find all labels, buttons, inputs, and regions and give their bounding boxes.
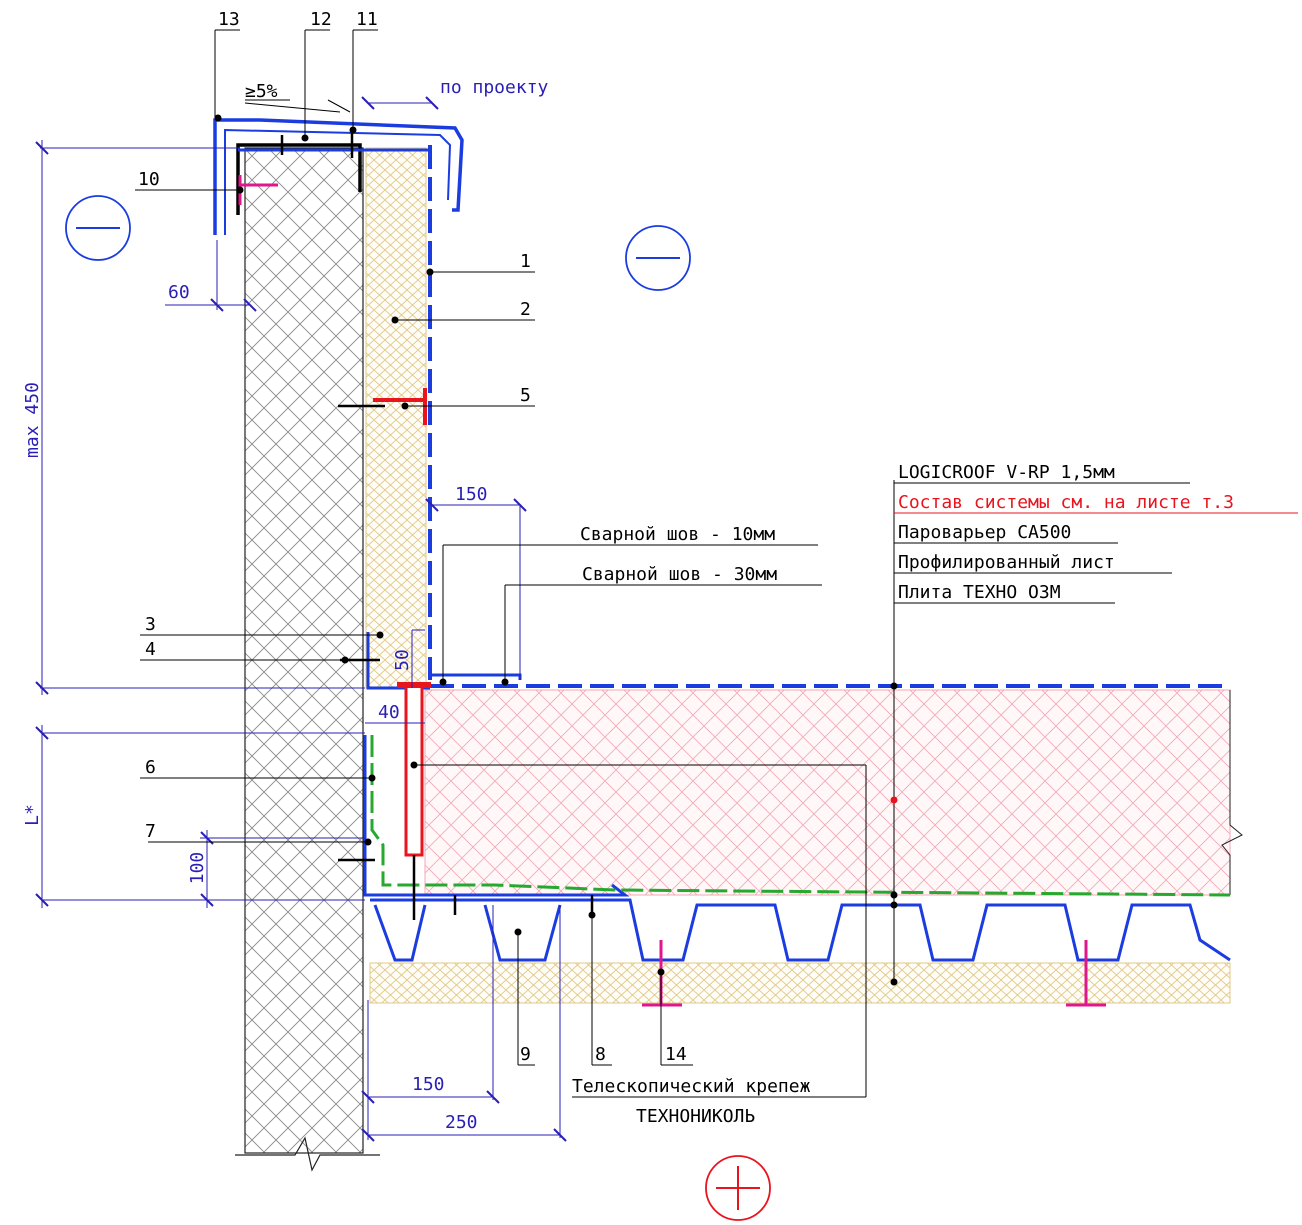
callout-5: 5	[520, 385, 531, 406]
fastener-washer	[397, 682, 431, 688]
dim-l-star: L*	[22, 804, 43, 826]
parapet-cap-flashing	[213, 118, 464, 235]
parapet-wool-insulation	[365, 147, 427, 689]
slope-line	[244, 102, 341, 113]
callout-11: 11	[356, 9, 378, 30]
positive-pressure-symbol	[705, 1155, 771, 1221]
dim-100: 100	[187, 852, 208, 885]
masonry-wall	[244, 147, 364, 1154]
layer-stack-red-dot	[890, 796, 898, 804]
deck-ribs-left	[373, 904, 562, 962]
dim-250: 250	[445, 1112, 478, 1133]
roof-pir-insulation	[424, 689, 1231, 896]
wall-break-line	[235, 1136, 380, 1172]
telescopic-fastener-label: Телескопический крепеж	[572, 1076, 811, 1097]
vapor-barrier-green	[370, 735, 1231, 897]
insulation-break-line	[1221, 690, 1243, 895]
callout-6: 6	[145, 757, 156, 778]
dim-150-bottom: 150	[412, 1074, 445, 1095]
dimension-ticks	[35, 96, 567, 1142]
layer-stack-item-5: Плита ТЕХНО ОЗМ	[898, 582, 1061, 603]
callout-1: 1	[520, 251, 531, 272]
negative-pressure-symbol-left	[65, 195, 131, 261]
dimension-lines	[40, 102, 561, 1140]
anchor-14-b	[1066, 940, 1106, 1007]
cap-support-profile	[236, 143, 362, 215]
callout-14: 14	[665, 1044, 687, 1065]
weld-10mm-label: Сварной шов - 10мм	[580, 524, 775, 545]
callout-3: 3	[145, 614, 156, 635]
layer-stack-item-3: Пароварьер СА500	[898, 522, 1071, 543]
dim-max-450: max 450	[22, 382, 43, 458]
dim-60: 60	[168, 282, 190, 303]
slope-label: ≥5%	[245, 81, 278, 102]
callout-9: 9	[520, 1044, 531, 1065]
callout-13: 13	[218, 9, 240, 30]
weld-30mm-label: Сварной шов - 30мм	[582, 564, 777, 585]
layer-stack-item-1: LOGICROOF V-RP 1,5мм	[898, 462, 1115, 483]
callout-12: 12	[310, 9, 332, 30]
layer-stack-item-2: Состав системы см. на листе т.3	[898, 492, 1234, 513]
negative-pressure-symbol-right	[625, 225, 691, 291]
leader-dots	[214, 114, 898, 986]
profiled-steel-deck	[370, 898, 1231, 962]
callout-7: 7	[145, 821, 156, 842]
dim-150-top: 150	[455, 484, 488, 505]
by-project-label: по проекту	[440, 77, 549, 98]
callout-4: 4	[145, 639, 156, 660]
dim-40: 40	[378, 702, 400, 723]
telescopic-fastener-sleeve	[404, 683, 424, 857]
dim-50: 50	[392, 649, 413, 671]
layer-stack-item-4: Профилированный лист	[898, 552, 1115, 573]
wall-apron-profile	[363, 735, 630, 897]
callout-2: 2	[520, 299, 531, 320]
callout-10: 10	[138, 169, 160, 190]
callout-8: 8	[595, 1044, 606, 1065]
technonicol-label: ТЕХНОНИКОЛЬ	[636, 1106, 755, 1127]
cap-inner-line	[224, 128, 452, 235]
techno-ozm-slab	[369, 962, 1231, 1004]
